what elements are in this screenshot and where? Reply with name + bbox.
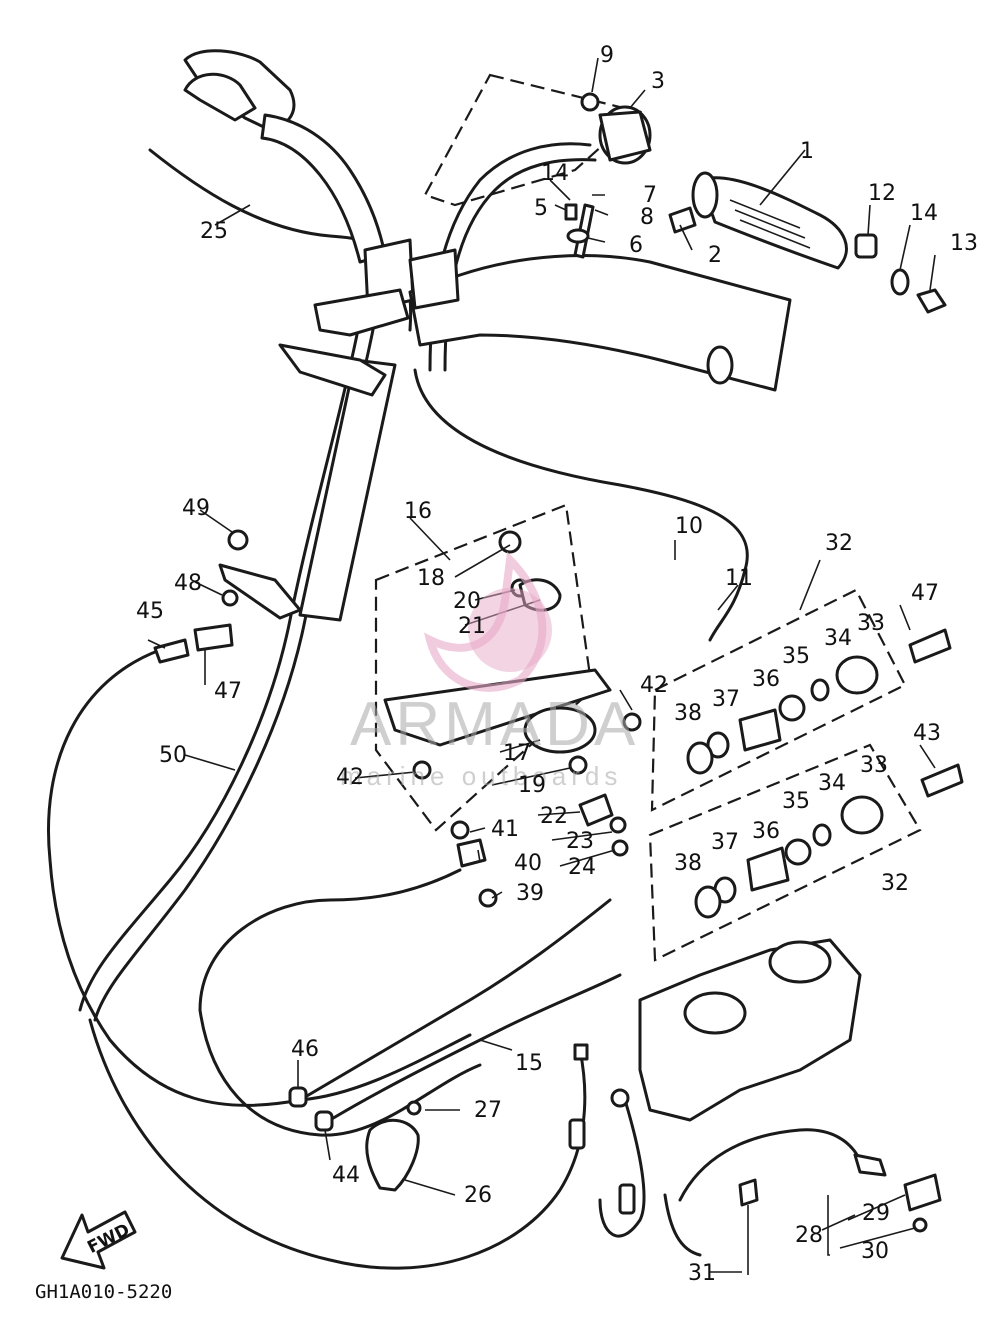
callout-16: 16 (404, 499, 432, 524)
callout-47: 47 (911, 581, 939, 606)
callout-45: 45 (136, 599, 164, 624)
callout-19: 19 (518, 773, 546, 798)
callout-50: 50 (159, 743, 187, 768)
callout-40: 40 (514, 851, 542, 876)
callout-39: 39 (516, 881, 544, 906)
callout-36: 36 (752, 819, 780, 844)
diagram-code: GH1A010-5220 (35, 1281, 172, 1303)
callout-6: 6 (629, 233, 643, 258)
callout-44: 44 (332, 1163, 360, 1188)
callout-11: 11 (725, 566, 753, 591)
hardware (153, 92, 964, 1275)
callout-20: 20 (453, 589, 481, 614)
callout-33: 33 (857, 611, 885, 636)
callout-24: 24 (568, 855, 596, 880)
callout-30: 30 (861, 1239, 889, 1264)
callout-25: 25 (200, 219, 228, 244)
callout-3: 3 (651, 69, 665, 94)
callout-26: 26 (464, 1183, 492, 1208)
callout-21: 21 (458, 614, 486, 639)
callout-49: 49 (182, 496, 210, 521)
part-callouts: 1235678910111213141415161718192021222324… (136, 43, 978, 1286)
watermark-emblem (468, 588, 552, 672)
callout-46: 46 (291, 1037, 319, 1062)
callout-35: 35 (782, 789, 810, 814)
callout-48: 48 (174, 571, 202, 596)
cables (47, 142, 862, 1270)
callout-35: 35 (782, 644, 810, 669)
callout-38: 38 (674, 701, 702, 726)
callout-8: 8 (640, 205, 654, 230)
callout-23: 23 (566, 829, 594, 854)
callout-14: 14 (910, 201, 938, 226)
callout-31: 31 (688, 1261, 716, 1286)
callout-14: 14 (541, 161, 569, 186)
callout-41: 41 (491, 817, 519, 842)
leader-lines (147, 57, 936, 1273)
callout-29: 29 (862, 1201, 890, 1226)
callout-15: 15 (515, 1051, 543, 1076)
watermark-brand: ARMADA (350, 690, 639, 759)
fwd-arrow: FWD (60, 1210, 137, 1270)
callout-1: 1 (800, 139, 814, 164)
callout-17: 17 (503, 741, 531, 766)
callout-37: 37 (712, 687, 740, 712)
callout-10: 10 (675, 514, 703, 539)
callout-12: 12 (868, 181, 896, 206)
callout-5: 5 (534, 196, 548, 221)
callout-38: 38 (674, 851, 702, 876)
callout-34: 34 (818, 771, 846, 796)
callout-28: 28 (795, 1223, 823, 1248)
callout-43: 43 (913, 721, 941, 746)
callout-47: 47 (214, 679, 242, 704)
callout-33: 33 (860, 753, 888, 778)
callout-42: 42 (640, 673, 668, 698)
assembly-boxes (374, 73, 922, 962)
callout-34: 34 (824, 626, 852, 651)
callout-42: 42 (336, 765, 364, 790)
callout-18: 18 (417, 566, 445, 591)
callout-36: 36 (752, 667, 780, 692)
callout-7: 7 (643, 183, 657, 208)
callout-32: 32 (881, 871, 909, 896)
callout-2: 2 (708, 243, 722, 268)
callout-9: 9 (600, 43, 614, 68)
armada-watermark: ARMADA marine outboards (340, 551, 639, 791)
watermark-tagline: marine outboards (340, 761, 622, 791)
callout-22: 22 (540, 804, 568, 829)
handlebar (183, 49, 848, 622)
watermark-petals (424, 551, 547, 692)
callout-13: 13 (950, 231, 978, 256)
callout-37: 37 (711, 830, 739, 855)
callout-32: 32 (825, 531, 853, 556)
callout-27: 27 (474, 1098, 502, 1123)
